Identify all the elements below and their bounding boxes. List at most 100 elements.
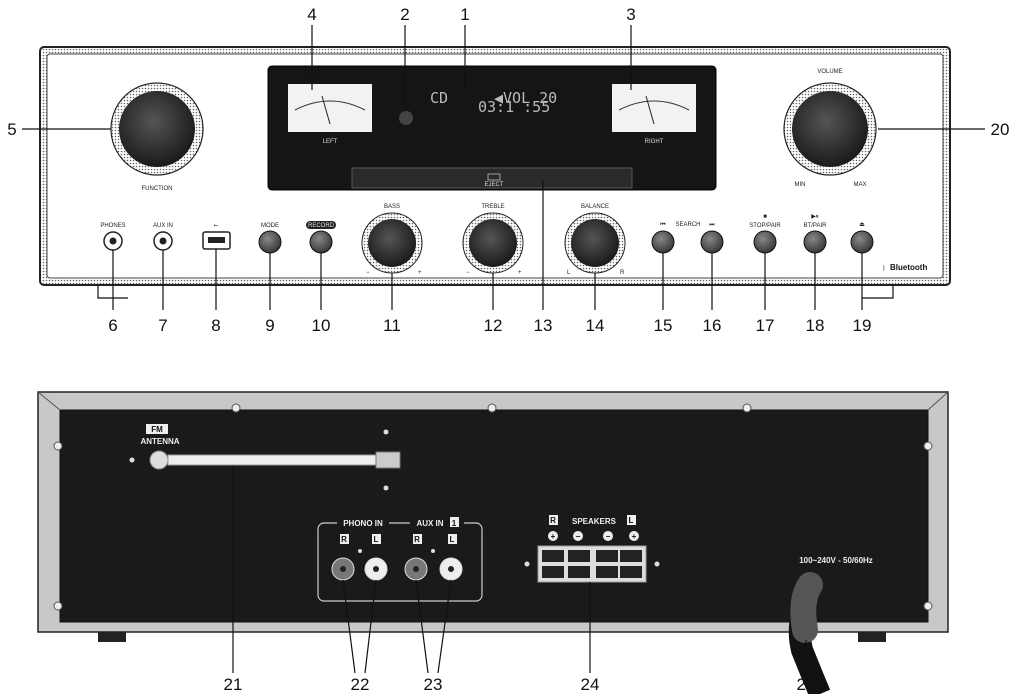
speaker-r-label: R (550, 516, 556, 525)
volume-min-label: MIN (795, 182, 806, 188)
headphone-jack[interactable] (103, 231, 123, 251)
bass-label: BASS (384, 204, 400, 210)
volume-knob[interactable] (783, 82, 877, 176)
eject-button[interactable] (850, 230, 874, 254)
svg-text:−: − (576, 532, 581, 541)
callout-15: 15 (654, 316, 673, 335)
callout-1: 1 (460, 5, 469, 24)
search-label: SEARCH (675, 222, 700, 228)
fm-badge (146, 424, 168, 434)
stop-button[interactable] (753, 230, 777, 254)
callout-3: 3 (626, 5, 635, 24)
phono-l-jack[interactable] (364, 557, 388, 581)
callout-12: 12 (484, 316, 503, 335)
callout-7: 7 (158, 316, 167, 335)
callout-9: 9 (265, 316, 274, 335)
speakers-label: SPEAKERS (572, 517, 617, 526)
prev-button[interactable] (651, 230, 675, 254)
treble-label: TREBLE (481, 204, 504, 210)
aux-r-label: R (414, 535, 420, 544)
play-pause-icon: ▶⏸ (811, 214, 819, 220)
cd-slot[interactable] (351, 167, 633, 189)
eject-icon (487, 173, 501, 181)
svg-text:+: + (551, 532, 556, 541)
svg-text:+: + (632, 532, 637, 541)
phono-l-label: L (374, 535, 379, 544)
callout-22: 22 (351, 675, 370, 694)
volume-max-label: MAX (853, 182, 866, 188)
aux-in-rear-label: AUX IN (416, 519, 443, 528)
phono-r-jack[interactable] (331, 557, 355, 581)
callout-25: 25 (797, 675, 816, 694)
usb-icon: ⭠ (214, 223, 219, 229)
function-label: FUNCTION (142, 186, 173, 192)
power-rating: 100~240V - 50/60Hz (799, 556, 873, 565)
treble-plus: + (518, 270, 522, 276)
lcd-source: CD (430, 89, 448, 107)
play-pause-label: BT/PAIR (804, 223, 828, 229)
antenna-label: ANTENNA (140, 437, 179, 446)
play-pause-button[interactable] (803, 230, 827, 254)
front-leaders (22, 25, 985, 310)
aux-l-label: L (450, 535, 455, 544)
bluetooth-label: Bluetooth (890, 263, 927, 272)
aux-in-jack[interactable] (153, 231, 173, 251)
rear-leaders (232, 466, 807, 674)
volume-label: VOLUME (817, 69, 842, 75)
phono-in-label: PHONO IN (343, 519, 383, 528)
bluetooth-icon: ᛒ (882, 265, 886, 272)
vu-meter-left (288, 84, 372, 132)
front-panel: LEFT RIGHT CD ◀VOL 20 03:1 :55 EJECT FUN… (39, 46, 951, 299)
record-button[interactable] (309, 230, 333, 254)
callout-6: 6 (108, 316, 117, 335)
power-cord-strain-relief (790, 572, 823, 643)
function-knob[interactable] (110, 82, 204, 176)
balance-l: L (567, 270, 571, 276)
callout-10: 10 (312, 316, 331, 335)
stop-pair-label: STOP/PAIR (749, 223, 781, 229)
balance-label: BALANCE (581, 204, 609, 210)
speaker-l-label: L (629, 516, 634, 525)
fm-label: FM (151, 425, 163, 434)
record-badge (306, 221, 336, 229)
callout-21: 21 (224, 675, 243, 694)
fm-antenna-rod[interactable] (167, 454, 379, 466)
callout-13: 13 (534, 316, 553, 335)
front-foot-right (862, 285, 894, 299)
callout-4: 4 (307, 5, 316, 24)
input-group-box (317, 522, 483, 602)
callout-8: 8 (211, 316, 220, 335)
svg-text:−: − (606, 532, 611, 541)
prev-icon: ⏮ (660, 222, 666, 228)
aux-r-jack[interactable] (404, 557, 428, 581)
callout-17: 17 (756, 316, 775, 335)
treble-minus: − (466, 270, 470, 276)
bass-knob[interactable] (361, 212, 423, 274)
callout-11: 11 (383, 316, 401, 335)
callout-18: 18 (806, 316, 825, 335)
slot-label: EJECT (484, 182, 503, 188)
callout-23: 23 (424, 675, 443, 694)
callout-2: 2 (400, 5, 409, 24)
balance-knob[interactable] (564, 212, 626, 274)
ir-sensor (399, 111, 413, 125)
vu-meter-right (612, 84, 696, 132)
lcd-time: 03:1 :55 (478, 98, 550, 116)
antenna-connector[interactable] (149, 450, 169, 470)
callout-14: 14 (586, 316, 605, 335)
mode-label: MODE (261, 223, 279, 229)
aux-l-jack[interactable] (439, 557, 463, 581)
front-foot-left (97, 285, 128, 299)
speaker-terminal-block[interactable] (537, 545, 647, 583)
next-button[interactable] (700, 230, 724, 254)
phones-label: PHONES (100, 223, 125, 229)
bass-minus: − (366, 270, 370, 276)
display-window: LEFT RIGHT CD ◀VOL 20 03:1 :55 EJECT (267, 65, 717, 191)
lcd-volume: ◀VOL 20 (494, 89, 557, 107)
treble-knob[interactable] (462, 212, 524, 274)
next-icon: ⏭ (709, 222, 715, 228)
mode-button[interactable] (258, 230, 282, 254)
bass-plus: + (418, 270, 422, 276)
callout-24: 24 (581, 675, 600, 694)
